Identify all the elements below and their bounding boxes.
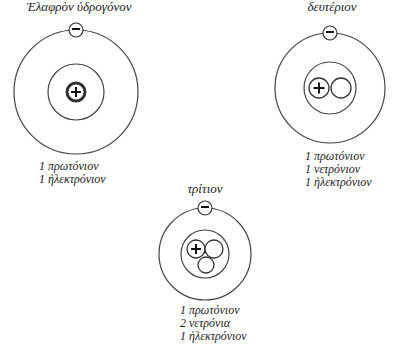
isotope-name: τρίτιον: [135, 182, 275, 195]
minus-sign: [201, 206, 209, 208]
neutron-symbol: [205, 240, 223, 258]
particle-count: 1 ἠλεκτρόνιον: [305, 176, 372, 189]
particle-count: 1 ἠλεκτρόνιον: [39, 173, 106, 186]
proton-symbol: [309, 78, 329, 98]
electron-symbol: [198, 201, 212, 215]
electron-orbit: [275, 33, 385, 143]
particle-count: 2 νετρόνια: [180, 317, 230, 330]
nucleus-circle: [304, 62, 356, 114]
proton-symbol: [187, 240, 205, 258]
electron-symbol: [323, 26, 337, 40]
isotope-name: δευτέριον: [262, 0, 402, 13]
particle-count: 1 πρωτόνιον: [305, 150, 365, 163]
nucleus-circle: [48, 64, 104, 120]
neutron-symbol: [198, 257, 214, 273]
atom-model: τρίτιον 1 πρωτόνιον2 νετρόνια1 ἠλεκτρόνιο…: [135, 182, 275, 347]
plus-sign: [71, 87, 81, 97]
particle-count: 1 νετρόνιον: [305, 163, 360, 176]
electron-orbit: [14, 30, 138, 154]
neutron-symbol: [331, 78, 351, 98]
particle-count: 1 ἠλεκτρόνιον: [180, 330, 247, 343]
atom-model: δευτέριον 1 πρωτόνιον1 νετρόνιον1 ἠλεκτρό…: [262, 0, 402, 192]
plus-sign: [314, 83, 325, 94]
particle-count: 1 πρωτόνιον: [39, 160, 99, 173]
isotope-name: Ἐλαφρὸν ὑδρογόνον: [4, 0, 154, 13]
electron-orbit: [159, 208, 251, 300]
particle-count: 1 πρωτόνιον: [180, 304, 240, 317]
plus-sign: [191, 244, 201, 254]
minus-sign: [72, 28, 80, 30]
minus-sign: [326, 31, 334, 33]
electron-symbol: [69, 23, 83, 37]
atom-model: Ἐλαφρὸν ὑδρογόνον 1 πρωτόνιον1 ἠλεκτρόνιο…: [4, 0, 154, 190]
nucleus-circle: [181, 230, 229, 278]
proton-symbol: [67, 83, 85, 101]
